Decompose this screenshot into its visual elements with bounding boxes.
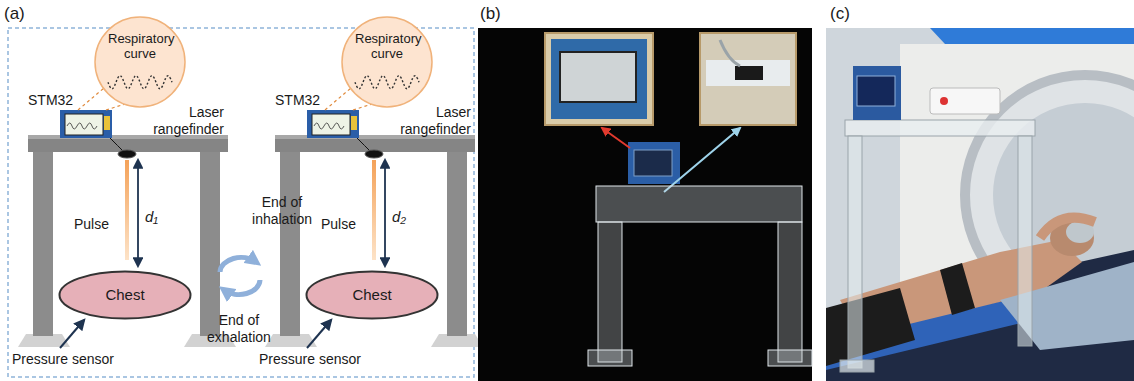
distance-label: d₂	[392, 208, 406, 226]
distance-label: d₁	[145, 208, 158, 226]
device-photo	[700, 33, 796, 125]
device-photo	[560, 52, 636, 102]
text-group: Respiratory curve	[341, 32, 433, 62]
device-photo	[778, 222, 802, 362]
panel-label: (c)	[830, 4, 850, 24]
text-group: Respiratory curve	[94, 32, 186, 62]
callout-line	[78, 88, 104, 110]
part-label: Laser rangefinder	[140, 104, 224, 138]
node-outline	[94, 16, 186, 108]
panel-label: (b)	[480, 4, 501, 24]
cycle-arrows	[220, 257, 260, 294]
laser-rangefinder	[118, 150, 136, 158]
clinical-photo	[940, 263, 975, 315]
part-label: Pressure sensor	[259, 351, 361, 368]
measurement-setup	[65, 114, 103, 135]
signal-label: Pulse	[74, 216, 109, 233]
device-photo	[735, 66, 763, 80]
device-photo	[706, 60, 790, 86]
signal-label: Pulse	[321, 216, 356, 233]
callout-circle: Respiratory curve	[341, 16, 433, 108]
clinical-photo	[940, 97, 948, 105]
chest-ellipse: Chest	[58, 270, 192, 320]
node-label: Chest	[58, 286, 192, 303]
distance-arrow	[137, 160, 139, 266]
part-label: Laser rangefinder	[387, 104, 471, 138]
device-photo	[596, 186, 802, 222]
callout-circle-outline	[95, 17, 185, 107]
clinical-photo	[1040, 218, 1095, 238]
clinical-photo	[930, 88, 1000, 114]
part-label: STM32	[275, 92, 320, 109]
phase-label: End of inhalation	[246, 194, 318, 228]
device-photo	[634, 150, 672, 176]
text-group: Chest	[58, 286, 192, 303]
callout-circle: Respiratory curve	[94, 16, 186, 108]
device-photo	[551, 39, 647, 119]
device-photo	[768, 350, 812, 366]
chest-ellipse: Chest	[305, 270, 439, 320]
text-group: Chest	[305, 286, 439, 303]
node-outline	[341, 16, 433, 108]
phase-label: End of exhalation	[203, 312, 275, 346]
clinical-photo	[857, 76, 895, 106]
stm32-board	[60, 110, 112, 138]
measurement-setup	[200, 150, 220, 336]
device-photo	[720, 40, 740, 66]
measurement-setup	[104, 116, 110, 130]
screen-curve	[67, 123, 97, 129]
respiratory-waveform	[355, 76, 419, 89]
device-photo	[545, 33, 653, 125]
node-label: Chest	[305, 286, 439, 303]
measurement-setup	[33, 150, 53, 336]
clinical-photo	[840, 360, 874, 372]
callout-circle-outline	[342, 17, 432, 107]
device-photo	[478, 28, 812, 381]
device-photo	[598, 222, 622, 362]
device-photo	[478, 28, 812, 381]
device-photo	[628, 142, 680, 184]
clinical-photo	[853, 66, 901, 120]
measurement-setup	[110, 138, 124, 152]
clinical-photo	[826, 28, 1134, 381]
callout-title: Respiratory curve	[355, 32, 419, 62]
clinical-photo	[848, 136, 862, 368]
device-photo	[588, 350, 632, 366]
panel-label: (a)	[4, 4, 25, 24]
clinical-photo	[845, 120, 1035, 136]
laser-pulse	[125, 160, 129, 260]
clinical-photo	[826, 288, 915, 366]
respiratory-waveform	[108, 76, 172, 89]
part-label: Pressure sensor	[12, 351, 114, 368]
measurement-setup	[18, 88, 236, 348]
device-photo	[602, 128, 630, 148]
callout-title: Respiratory curve	[108, 32, 172, 62]
clinical-photo	[1018, 136, 1032, 346]
cycle-arrows	[224, 280, 260, 295]
device-photo	[664, 128, 740, 192]
pointer-arrow	[60, 320, 84, 348]
part-label: STM32	[28, 92, 73, 109]
cycle-arrows	[220, 257, 256, 272]
